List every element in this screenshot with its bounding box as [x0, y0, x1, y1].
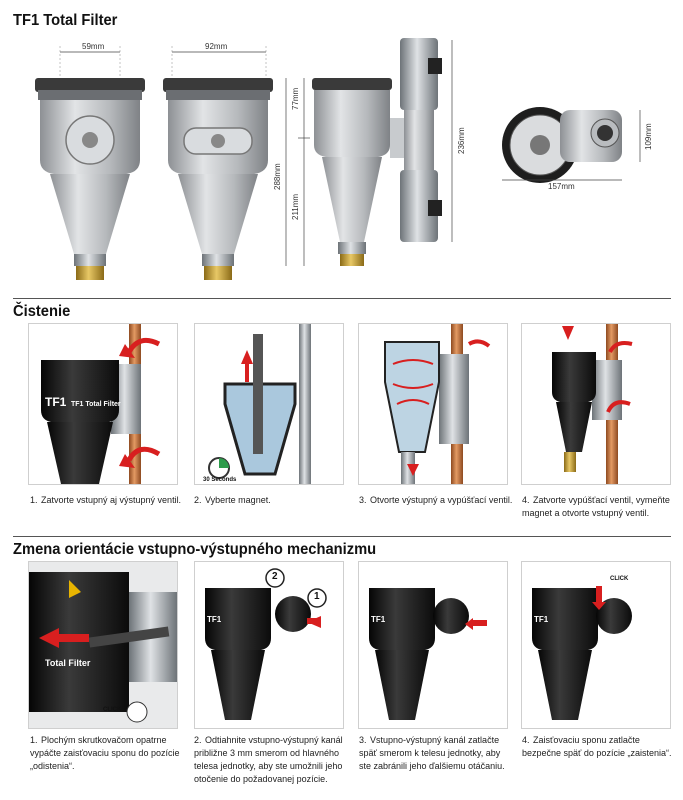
cleaning-photo-1: TF1 TF1 Total Filter [28, 323, 178, 485]
click-label-1: CLICK [103, 707, 122, 713]
orientation-step-4: 4.Zaisťovaciu sponu zatlačte bezpečne sp… [522, 735, 672, 758]
cleaning-step-1: 1.Zatvorte vstupný aj výstupný ventil. [30, 495, 182, 505]
filter-top-view [502, 107, 622, 183]
product-label-1: TF1 Total Filter [71, 401, 121, 408]
marker-2: 2 [272, 571, 278, 582]
cleaning-step-3: 3.Otvorte výstupný a vypúšťací ventil. [359, 495, 513, 505]
orientation-photo-1: Total Filter CLICK [28, 561, 178, 729]
marker-1: 1 [314, 591, 320, 602]
dim-236: 236mm [457, 127, 466, 154]
cleaning-photo-2: 30 Seconds [194, 323, 344, 485]
cleaning-photo-3 [358, 323, 508, 485]
dim-77: 77mm [291, 87, 300, 110]
dimension-drawings: 59mm 92mm 77mm 211mm 288mm 236mm 109mm 1… [0, 30, 683, 295]
dim-59: 59mm [82, 42, 105, 51]
orientation-step-3: 3.Vstupno-výstupný kanál zatlačte späť s… [359, 735, 505, 771]
dim-109: 109mm [644, 123, 653, 150]
orientation-photo-3: TF1 [358, 561, 508, 729]
dim-92: 92mm [205, 42, 228, 51]
orientation-photo-4: TF1 CLICK [521, 561, 671, 729]
timer-label: 30 Seconds [203, 477, 237, 483]
filter-front-view [35, 78, 145, 280]
section-divider [13, 298, 671, 299]
page-title: TF1 Total Filter [13, 12, 118, 29]
dim-211: 211mm [291, 193, 300, 220]
filter-dimension-illustration [35, 38, 641, 280]
section-divider-2 [13, 536, 671, 537]
photo1-product-label: Total Filter [45, 658, 91, 668]
svg-text:TF1: TF1 [371, 615, 386, 624]
dim-157: 157mm [548, 182, 575, 191]
dim-288: 288mm [273, 163, 282, 190]
orientation-photo-2: TF1 2 1 [194, 561, 344, 729]
filter-side-view [312, 38, 442, 266]
orientation-heading: Zmena orientácie vstupno-výstupného mech… [13, 541, 377, 558]
svg-text:TF1: TF1 [207, 615, 222, 624]
cleaning-photo-4 [521, 323, 671, 485]
orientation-step-2: 2.Odtiahnite vstupno-výstupný kanál prib… [194, 735, 343, 784]
click-label-4: CLICK [610, 576, 629, 582]
svg-text:TF1: TF1 [534, 615, 549, 624]
cleaning-heading: Čistenie [13, 303, 71, 320]
orientation-step-1: 1.Plochým skrutkovačom opatrne vypáčte z… [30, 735, 180, 771]
cleaning-step-2: 2.Vyberte magnet. [194, 495, 271, 505]
cleaning-step-4: 4.Zatvorte vypúšťací ventil, vymeňte mag… [522, 495, 670, 518]
svg-text:TF1: TF1 [45, 395, 67, 409]
filter-rotated-view [163, 78, 273, 280]
